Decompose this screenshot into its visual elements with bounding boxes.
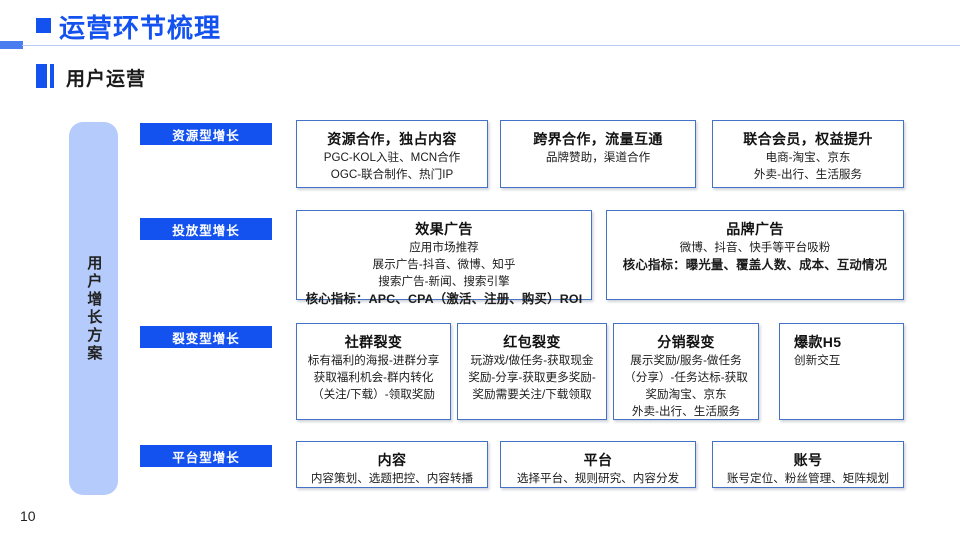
content-box[interactable]: 分销裂变展示奖励/服务-做任务 （分享）-任务达标-获取奖励淘宝、京东外卖-出行、… [613,323,759,420]
content-box[interactable]: 联合会员，权益提升电商-淘宝、京东外卖-出行、生活服务 [712,120,904,188]
category-label-4[interactable]: 平台型增长 [140,445,272,467]
content-box-line: 玩游戏/做任务-获取现金 [470,354,594,368]
content-box[interactable]: 社群裂变标有福利的海报-进群分享获取福利机会-群内转化 （关注/下载）-领取奖励 [296,323,451,420]
content-box-line: 核心指标：APC、CPA（激活、注册、购买）ROI [305,291,583,306]
content-box[interactable]: 跨界合作，流量互通品牌赞助，渠道合作 [500,120,696,188]
content-box-lines: 电商-淘宝、京东外卖-出行、生活服务 [713,150,903,184]
content-box-line: 品牌赞助，渠道合作 [545,151,651,165]
content-box[interactable]: 红包裂变玩游戏/做任务-获取现金奖励-分享-获取更多奖励- 奖励需要关注/下载领取 [457,323,607,420]
content-box-lines: 内容策划、选题把控、内容转播 [297,471,487,488]
content-box-lines: 创新交互 [794,353,903,370]
content-box[interactable]: 资源合作，独占内容 PGC-KOL入驻、MCN合作 OGC-联合制作、热门IP [296,120,488,188]
content-box-lines: 选择平台、规则研究、内容分发 [501,471,695,488]
content-box-line: 标有福利的海报-进群分享 [307,354,440,368]
content-box-title: 账号 [793,452,823,468]
content-box-lines: 品牌赞助，渠道合作 [501,150,695,167]
content-box-title: 红包裂变 [503,334,561,350]
section-marker-thin-icon [50,64,54,88]
content-box-title: 社群裂变 [344,334,403,350]
content-box[interactable]: 内容内容策划、选题把控、内容转播 [296,441,488,488]
content-box-title: 联合会员，权益提升 [743,131,873,147]
content-box-line: 电商-淘宝、京东 [765,151,851,165]
category-label-2[interactable]: 投放型增长 [140,218,272,240]
left-panel-label: 用户增长方案 [85,254,103,363]
content-box-lines: 玩游戏/做任务-获取现金奖励-分享-获取更多奖励- 奖励需要关注/下载领取 [458,353,606,403]
content-box-line: 账号定位、粉丝管理、矩阵规划 [726,472,890,486]
content-box-line: 奖励-分享-获取更多奖励- [468,371,596,385]
content-box-line: 获取福利机会-群内转化 [313,371,434,385]
section-title: 用户运营 [66,69,147,90]
content-box-line: 选择平台、规则研究、内容分发 [516,472,680,486]
left-vertical-panel: 用户增长方案 [69,122,118,495]
content-box-line: 应用市场推荐 [409,241,479,255]
content-box-title: 跨界合作，流量互通 [533,131,663,147]
content-box-line: 展示奖励/服务-做任务 [630,354,742,368]
page-title: 运营环节梳理 [59,13,222,43]
content-box-line: 外卖-出行、生活服务 [631,404,741,418]
content-box[interactable]: 账号账号定位、粉丝管理、矩阵规划 [712,441,904,488]
content-box-line: 核心指标：曝光量、覆盖人数、成本、互动情况 [622,258,888,273]
content-box-lines: 标有福利的海报-进群分享获取福利机会-群内转化 （关注/下载）-领取奖励 [297,353,450,403]
content-box-title: 效果广告 [415,221,473,237]
content-box-lines: 展示奖励/服务-做任务 （分享）-任务达标-获取奖励淘宝、京东外卖-出行、生活服务 [614,353,758,420]
content-box-line: 展示广告-抖音、微博、知乎 [372,258,516,272]
page-number: 10 [20,508,36,524]
content-box-title: 分销裂变 [657,334,715,350]
content-box-lines: 应用市场推荐展示广告-抖音、微博、知乎搜索广告-新闻、搜索引擎核心指标：APC、… [297,240,591,308]
content-box-line: 搜索广告-新闻、搜索引擎 [378,274,510,288]
content-box[interactable]: 效果广告应用市场推荐展示广告-抖音、微博、知乎搜索广告-新闻、搜索引擎核心指标：… [296,210,592,306]
content-box-title: 爆款H5 [794,334,842,350]
category-label-3[interactable]: 裂变型增长 [140,326,272,348]
content-box-line: 外卖-出行、生活服务 [753,168,863,182]
content-box-line: 创新交互 [794,354,841,368]
content-box-lines: 微博、抖音、快手等平台吸粉核心指标：曝光量、覆盖人数、成本、互动情况 [607,240,903,275]
content-box-line: 内容策划、选题把控、内容转播 [310,472,474,486]
content-box-line: 微博、抖音、快手等平台吸粉 [679,241,831,255]
content-box-title: 资源合作，独占内容 [327,131,457,147]
content-box[interactable]: 品牌广告微博、抖音、快手等平台吸粉核心指标：曝光量、覆盖人数、成本、互动情况 [606,210,904,300]
content-box-line: （分享）-任务达标-获取 [624,371,748,385]
square-bullet-icon [36,18,51,33]
content-box-line: （关注/下载）-领取奖励 [311,387,436,401]
content-box-lines: PGC-KOL入驻、MCN合作 OGC-联合制作、热门IP [297,150,487,184]
header-rule-cap [0,41,23,49]
content-box[interactable]: 爆款H5 创新交互 [779,323,904,420]
content-box-line: PGC-KOL入驻、MCN合作 [323,151,461,165]
content-box-title: 品牌广告 [726,221,784,237]
content-box-lines: 账号定位、粉丝管理、矩阵规划 [713,471,903,488]
header-divider [22,45,960,46]
content-box-line: 奖励需要关注/下载领取 [472,387,592,401]
category-label-1[interactable]: 资源型增长 [140,123,272,145]
content-box-line: OGC-联合制作、热门IP [330,168,454,182]
content-box-title: 平台 [583,452,613,468]
content-box-title: 内容 [377,452,407,468]
content-box[interactable]: 平台选择平台、规则研究、内容分发 [500,441,696,488]
content-box-line: 奖励淘宝、京东 [645,387,727,401]
section-marker-thick-icon [36,64,47,88]
